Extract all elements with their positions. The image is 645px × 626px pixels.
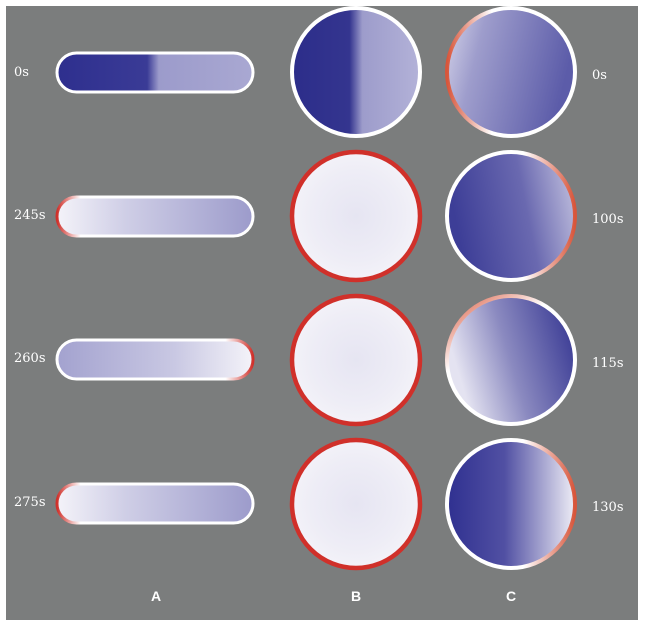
circle-c-100s [445, 150, 577, 282]
circle-c-130s [445, 438, 577, 570]
circle-b-245s [289, 149, 423, 283]
circle-b-260s [289, 293, 423, 427]
time-label-a-4: 275s [14, 495, 46, 510]
capsule-a-275s [55, 482, 255, 525]
time-label-c-3: 115s [592, 356, 624, 371]
circle-b-0s [290, 6, 422, 138]
time-label-c-1: 0s [592, 68, 607, 83]
capsule-a-245s [55, 195, 255, 238]
column-label-a: A [151, 588, 162, 604]
time-label-c-4: 130s [592, 500, 624, 515]
capsule-a-0s [55, 51, 255, 94]
circle-c-0s [445, 6, 577, 138]
time-label-a-2: 245s [14, 208, 46, 223]
time-label-c-2: 100s [592, 212, 624, 227]
column-label-c: C [506, 588, 517, 604]
figure-panel: 0s 245s 260s 275s 0s 100s 115s 130s A B … [6, 6, 638, 620]
circle-c-115s [445, 294, 577, 426]
time-label-a-1: 0s [14, 65, 29, 80]
circle-b-275s [289, 437, 423, 571]
figure-graphics [55, 6, 577, 571]
time-label-a-3: 260s [14, 351, 46, 366]
column-label-b: B [351, 588, 362, 604]
capsule-a-260s [55, 338, 255, 381]
